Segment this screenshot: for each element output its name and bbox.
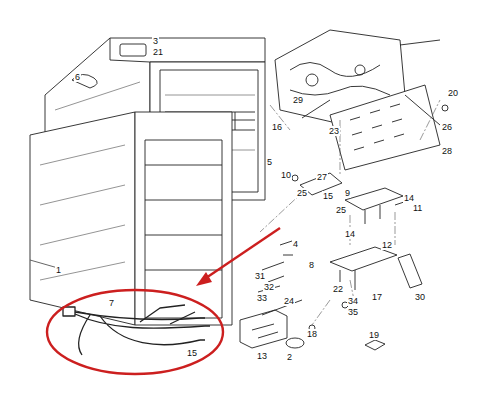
callout-number: 19 xyxy=(368,330,380,340)
leader-lines xyxy=(260,100,440,325)
callout-number: 33 xyxy=(256,293,268,303)
callout-number: 16 xyxy=(271,122,283,132)
callout-number: 12 xyxy=(381,240,393,250)
callout-number: 14 xyxy=(344,229,356,239)
callout-number: 8 xyxy=(308,260,315,270)
callout-number: 32 xyxy=(263,282,275,292)
callout-number: 25 xyxy=(335,205,347,215)
callout-number: 15 xyxy=(186,348,198,358)
callout-number: 9 xyxy=(344,188,351,198)
callout-number: 1 xyxy=(55,265,62,275)
callout-number: 15 xyxy=(322,191,334,201)
callout-number: 22 xyxy=(332,284,344,294)
callout-number: 34 xyxy=(347,296,359,306)
callout-number: 29 xyxy=(292,95,304,105)
callout-number: 35 xyxy=(347,307,359,317)
thermostat-bracket xyxy=(258,247,422,308)
callout-number: 28 xyxy=(441,146,453,156)
control-housing xyxy=(275,30,448,170)
callout-number: 2 xyxy=(286,352,293,362)
callout-number: 21 xyxy=(152,47,164,57)
callout-number: 14 xyxy=(403,193,415,203)
control-box xyxy=(240,300,385,350)
callout-number: 26 xyxy=(441,122,453,132)
callout-number: 31 xyxy=(254,271,266,281)
callout-number: 10 xyxy=(280,170,292,180)
callout-number: 6 xyxy=(74,72,81,82)
damper-parts xyxy=(280,173,407,255)
callout-number: 17 xyxy=(371,292,383,302)
callout-number: 3 xyxy=(152,36,159,46)
callout-number: 25 xyxy=(296,188,308,198)
callout-number: 23 xyxy=(328,126,340,136)
callout-number: 30 xyxy=(414,292,426,302)
callout-number: 13 xyxy=(256,351,268,361)
callout-number: 27 xyxy=(316,172,328,182)
callout-number: 24 xyxy=(283,296,295,306)
callout-number: 18 xyxy=(306,329,318,339)
fresh-food-liner xyxy=(30,112,232,325)
callout-number: 5 xyxy=(266,157,273,167)
callout-number: 4 xyxy=(292,239,299,249)
callout-number: 7 xyxy=(108,298,115,308)
highlight-callout xyxy=(47,228,280,374)
callout-number: 20 xyxy=(447,88,459,98)
callout-number: 11 xyxy=(412,203,423,213)
